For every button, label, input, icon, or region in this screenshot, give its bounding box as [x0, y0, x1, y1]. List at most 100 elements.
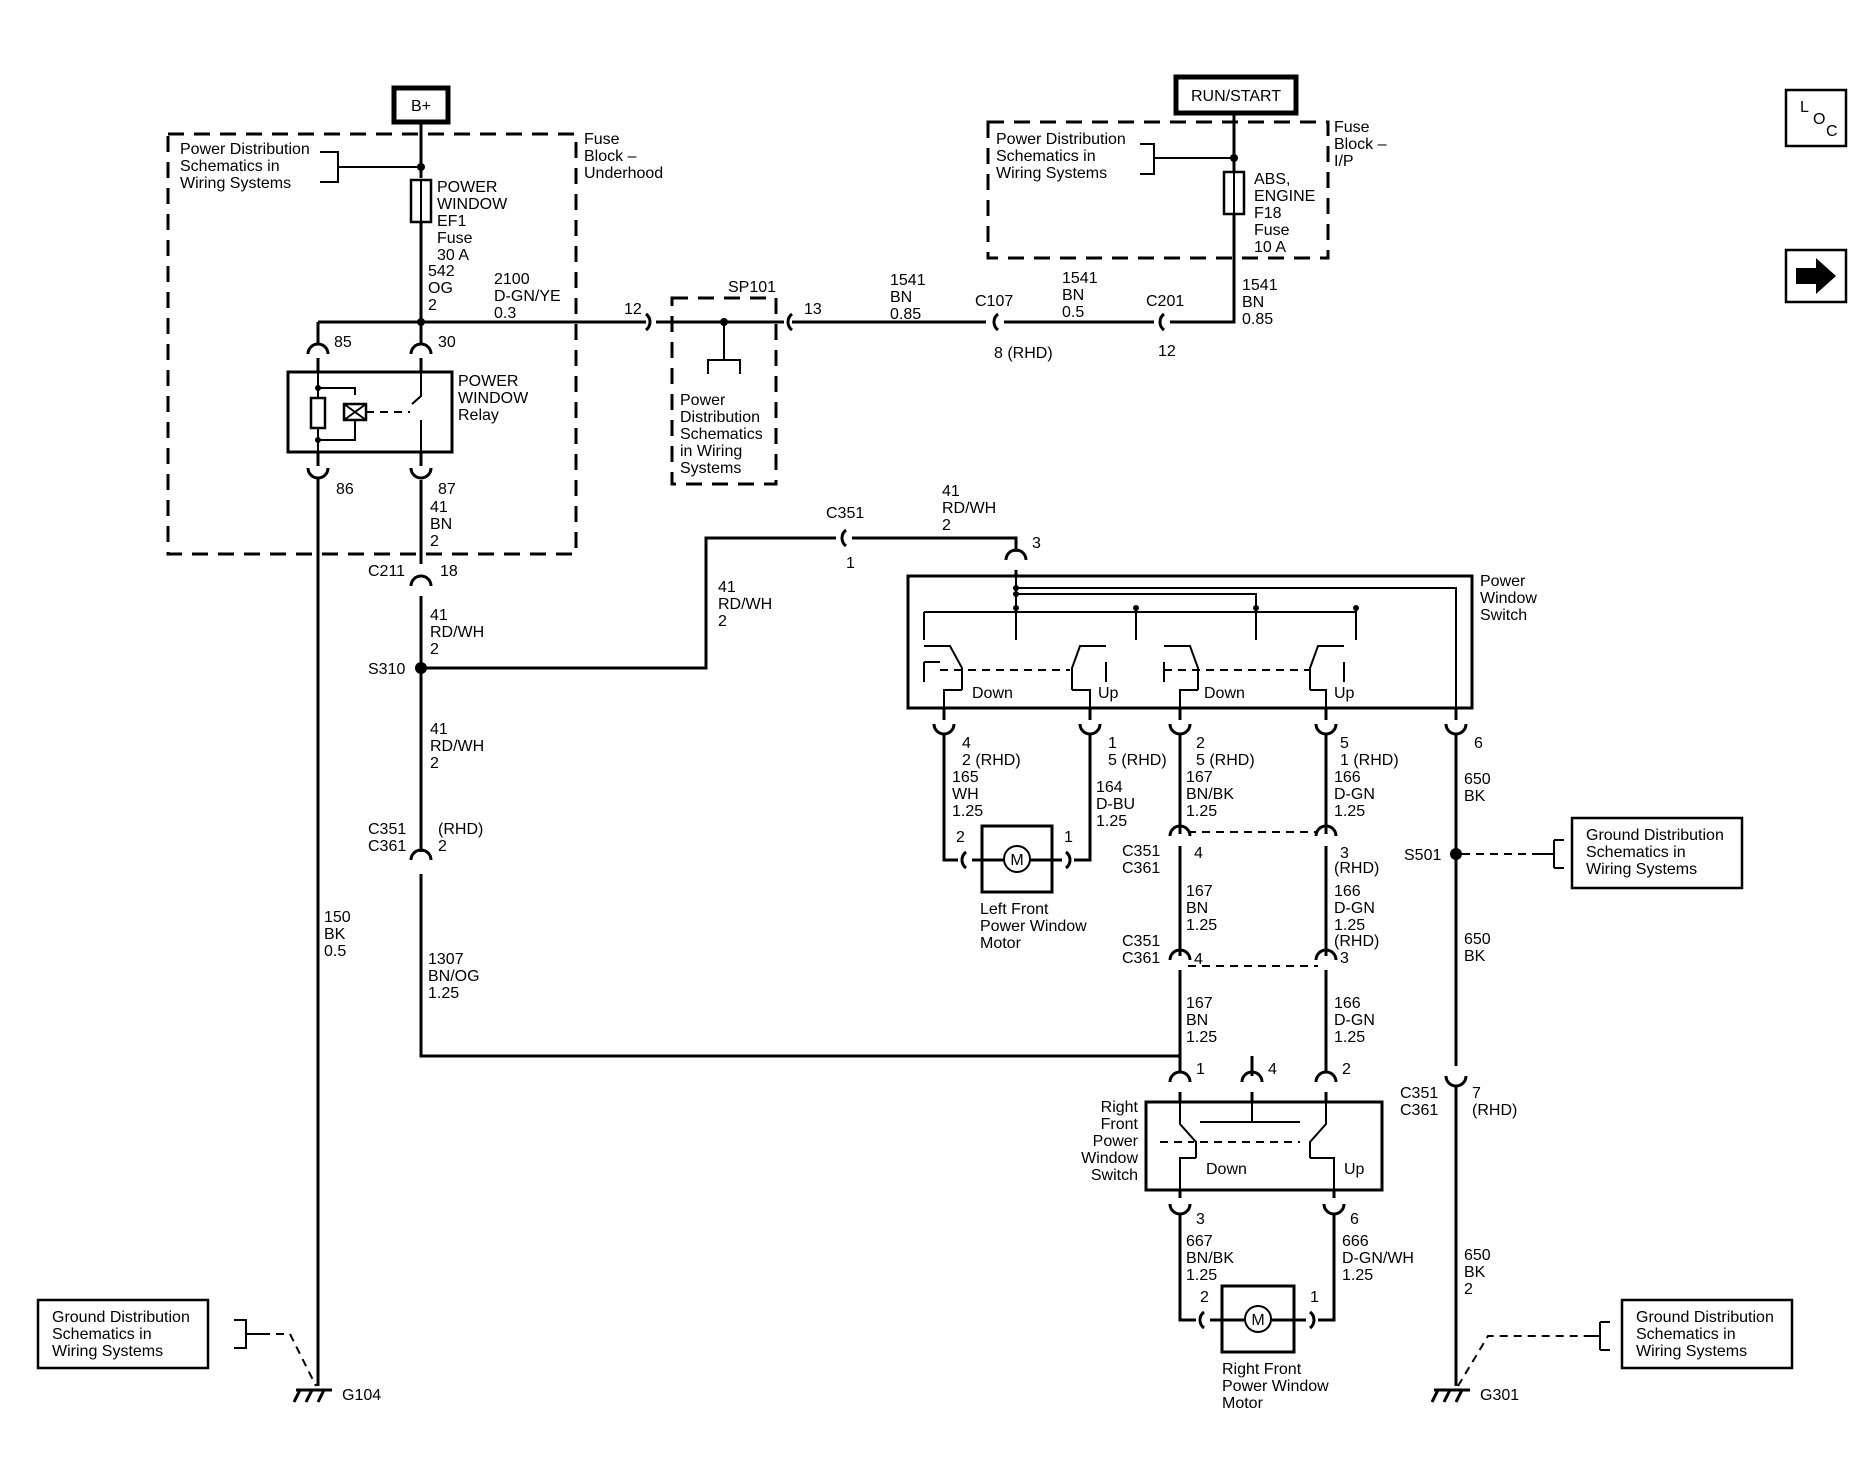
wire-650-a: 650 BK — [1464, 771, 1491, 805]
diagram-label: 86 — [336, 481, 354, 498]
wire-1541-a: 1541 BN 0.85 — [890, 272, 926, 323]
diagram-label: ABS, — [1254, 171, 1290, 188]
diagram-label: 3 — [1032, 535, 1041, 552]
diagram-label: S310 — [368, 661, 405, 678]
diagram-label: BN — [890, 289, 912, 306]
diagram-label: 2100 — [494, 271, 530, 288]
diagram-label: 4 — [962, 735, 971, 752]
diagram-label: L — [1800, 99, 1809, 116]
diagram-label: D-GN — [1334, 1012, 1375, 1029]
diagram-label: BN — [1186, 1012, 1208, 1029]
diagram-label: 2 — [1200, 1289, 1209, 1306]
diagram-label: OG — [428, 280, 453, 297]
wire-167-b: 167 BN 1.25 — [1186, 883, 1217, 934]
diagram-label: 166 — [1334, 883, 1361, 900]
diagram-label: BK — [1464, 788, 1486, 805]
right-switch-title: Right Front Power Window Switch — [1081, 1099, 1139, 1184]
diagram-label: 1541 — [1242, 277, 1278, 294]
diagram-label: 12 — [624, 301, 642, 318]
diagram-label: 0.85 — [1242, 311, 1273, 328]
diagram-label: Fuse — [584, 131, 620, 148]
diagram-label: 1 (RHD) — [1340, 752, 1399, 769]
diagram-label: 650 — [1464, 1247, 1491, 1264]
diagram-label: 12 — [1158, 343, 1176, 360]
loc-icon[interactable]: L O C — [1784, 88, 1848, 148]
diagram-label: 0.3 — [494, 305, 516, 322]
diagram-label: 167 — [1186, 883, 1213, 900]
diagram-label: (RHD) — [438, 821, 483, 838]
diagram-label: Up — [1334, 685, 1355, 702]
diagram-label: 0.85 — [890, 306, 921, 323]
diagram-label: Wiring Systems — [52, 1343, 163, 1360]
diagram-label: 5 — [1340, 735, 1349, 752]
diagram-label: Block – — [584, 148, 637, 165]
wire-166-c: 166 D-GN 1.25 — [1334, 995, 1375, 1046]
diagram-label: 165 — [952, 769, 979, 786]
diagram-label: C351 — [826, 505, 864, 522]
splice-s501: S501 — [1404, 847, 1462, 864]
fuse-ef1: POWER WINDOW EF1 Fuse 30 A — [409, 178, 508, 264]
diagram-label: Window — [1081, 1150, 1138, 1167]
splice-s310: S310 — [368, 661, 427, 678]
diagram-label: 1 — [1108, 735, 1117, 752]
diagram-label: EF1 — [437, 213, 466, 230]
diagram-label: C107 — [975, 293, 1013, 310]
diagram-label: (RHD) — [1334, 860, 1379, 877]
diagram-label: Wiring Systems — [996, 165, 1107, 182]
diagram-label: 1.25 — [1186, 917, 1217, 934]
fuse-block-underhood: Fuse Block – Underhood Power Distributio… — [166, 122, 663, 556]
diagram-label: Left Front — [980, 901, 1049, 918]
diagram-label: 666 — [1342, 1233, 1369, 1250]
diagram-label: 18 — [440, 563, 458, 580]
diagram-label: BN/BK — [1186, 786, 1234, 803]
diagram-label: (RHD) — [1334, 933, 1379, 950]
diagram-label: 30 — [438, 334, 456, 351]
diagram-label: Schematics in — [52, 1326, 152, 1343]
wire-166-a: 166 D-GN 1.25 — [1334, 769, 1375, 820]
diagram-label: 3 — [1340, 950, 1349, 967]
diagram-label: 542 — [428, 263, 455, 280]
right-front-motor: 2 1 M Right Front Power Window Motor — [1198, 1284, 1329, 1412]
wire-166-b: 166 D-GN 1.25 — [1334, 883, 1375, 934]
label-group: Power Distribution Schematics in Wiring … — [680, 392, 763, 477]
wire-150: 150 BK 0.5 — [324, 909, 351, 960]
diagram-label: 150 — [324, 909, 351, 926]
diagram-label: 166 — [1334, 995, 1361, 1012]
diagram-label: 667 — [1186, 1233, 1213, 1250]
splice-sp101: SP101 Power Distribution Schematics in W… — [656, 279, 784, 486]
diagram-label: Schematics in — [996, 148, 1096, 165]
diagram-label: 0.5 — [324, 943, 346, 960]
diagram-label: Down — [1206, 1161, 1247, 1178]
diagram-label: 167 — [1186, 769, 1213, 786]
fuse-block-ip: Fuse Block – I/P Power Distribution Sche… — [986, 113, 1387, 262]
diagram-label: Wiring Systems — [1586, 861, 1697, 878]
diagram-label: Switch — [1091, 1167, 1138, 1184]
diagram-label: POWER — [458, 373, 518, 390]
diagram-label: 10 A — [1254, 239, 1286, 256]
diagram-label: 2 — [1342, 1061, 1351, 1078]
diagram-label: 3 — [1340, 845, 1349, 862]
power-window-relay: POWER WINDOW Relay — [286, 370, 529, 454]
diagram-label: M — [1251, 1312, 1264, 1329]
wire-1541-c: 1541 BN 0.85 — [1242, 277, 1278, 328]
diagram-label: 1.25 — [428, 985, 459, 1002]
diagram-label: 13 — [804, 301, 822, 318]
diagram-label: C211 — [368, 563, 405, 580]
arrow-right-icon[interactable] — [1784, 248, 1848, 304]
ground-g301: G301 — [1430, 1387, 1519, 1404]
diagram-label: Schematics in — [1586, 844, 1686, 861]
battery-source: B+ — [391, 85, 451, 125]
label-group: Fuse Block – I/P — [1334, 119, 1387, 170]
diagram-label: POWER — [437, 179, 497, 196]
diagram-label: C — [1826, 123, 1838, 140]
diagram-label: Block – — [1334, 136, 1387, 153]
diagram-label: Right Front — [1222, 1361, 1302, 1378]
diagram-label: BN/BK — [1186, 1250, 1234, 1267]
diagram-label: 2 — [430, 755, 439, 772]
diagram-label: C361 — [368, 838, 406, 855]
diagram-label: BN — [430, 516, 452, 533]
diagram-label: Schematics in — [1636, 1326, 1736, 1343]
diagram-label: 1.25 — [1186, 1267, 1217, 1284]
diagram-label: 2 — [1196, 735, 1205, 752]
